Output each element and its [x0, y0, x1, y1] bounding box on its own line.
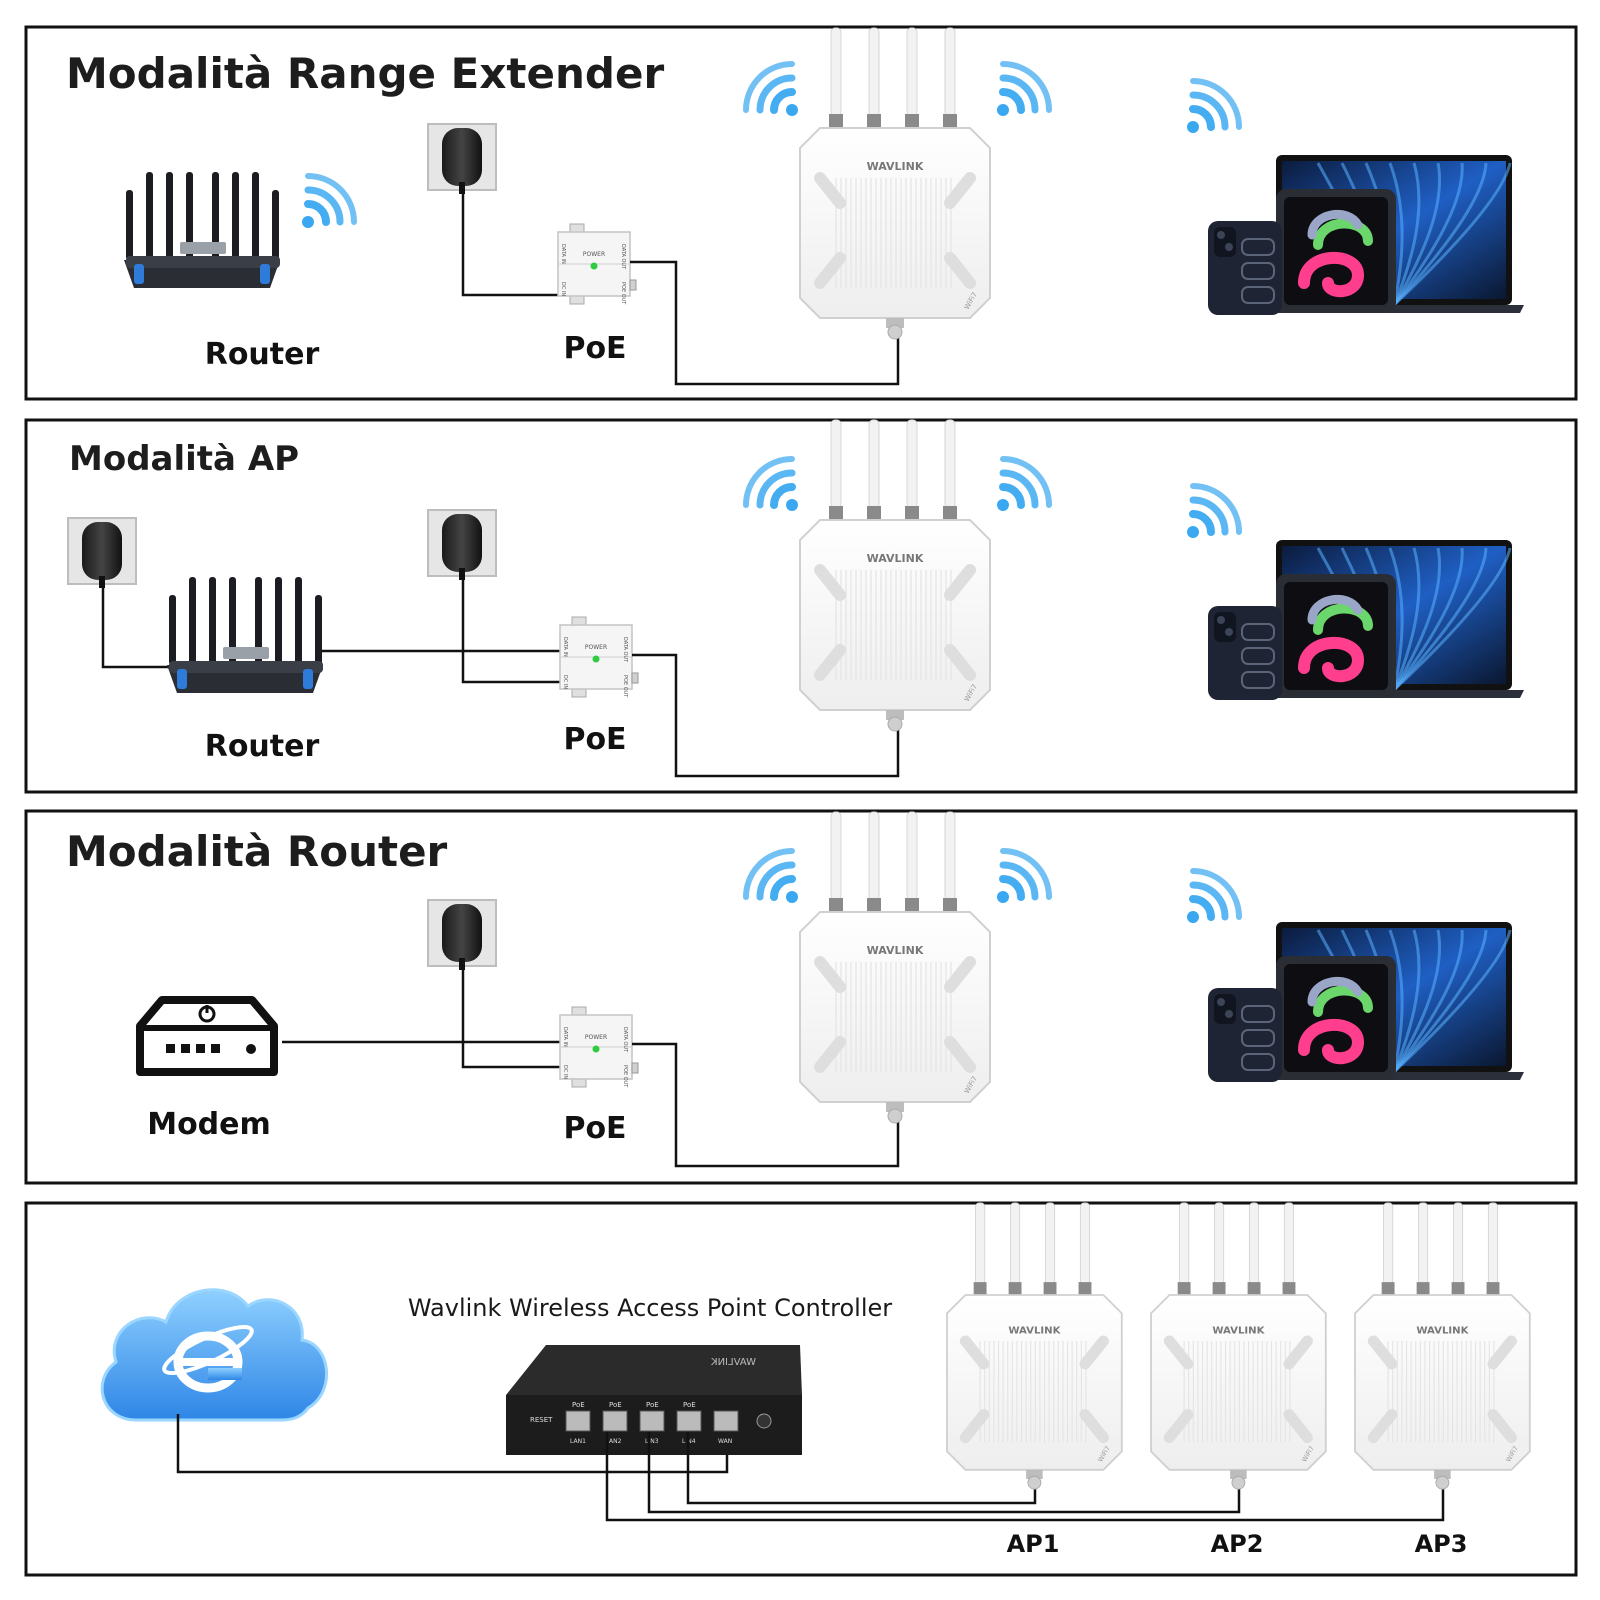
- client-devices-icon: [1208, 922, 1524, 1082]
- poe-injector: POWER DATA IN DATA OUT POE OUT DC IN: [559, 616, 639, 698]
- device-brand: WAVLINK: [867, 160, 924, 173]
- power-adapter-icon: [67, 517, 137, 588]
- poe-power-text: POWER: [583, 251, 605, 258]
- device-brand: WAVLINK: [1212, 1326, 1265, 1337]
- client-devices-icon: [1208, 155, 1524, 315]
- poe-port-label: POE OUT: [622, 675, 628, 698]
- poe-port-label: DATA IN: [562, 637, 568, 657]
- port-label: PoE: [683, 1401, 696, 1409]
- poe-port-label: DATA OUT: [620, 244, 626, 270]
- power-adapter-icon: [427, 123, 497, 194]
- panel-title: Modalità AP: [69, 439, 299, 479]
- panel-ap-controller: Wavlink Wireless Access Point Controller…: [24, 1201, 1578, 1577]
- wifi-signal-icon: [302, 173, 357, 228]
- ap-label: AP1: [1007, 1530, 1060, 1558]
- poe-switch-icon: WAVLINK RESET PoE PoE PoE PoE LAN1 AN2 L…: [506, 1345, 802, 1455]
- power-adapter-icon: [427, 899, 497, 970]
- power-cable: [461, 578, 562, 684]
- ap-label: AP3: [1415, 1530, 1468, 1558]
- source-label: Router: [205, 337, 320, 372]
- wifi-signal-icon: [1187, 78, 1242, 133]
- port-label: PoE: [646, 1401, 659, 1409]
- wifi-signal-icon: [997, 848, 1052, 903]
- wifi-signal-icon: [743, 61, 798, 116]
- port-label: PoE: [572, 1401, 585, 1409]
- wifi-signal-icon: [743, 848, 798, 903]
- modem-icon: [136, 996, 278, 1076]
- wifi-signal-icon: [997, 61, 1052, 116]
- poe-port-label: DATA OUT: [622, 1027, 628, 1053]
- panel-title: Modalità Range Extender: [66, 49, 664, 98]
- port-bottom-label: WAN: [718, 1438, 732, 1445]
- switch-brand: WAVLINK: [711, 1357, 756, 1368]
- poe-port-label: POE OUT: [622, 1065, 628, 1088]
- poe-label: PoE: [563, 1111, 626, 1146]
- poe-port-label: DATA IN: [562, 1027, 568, 1047]
- client-devices-icon: [1208, 540, 1524, 700]
- port-label: PoE: [609, 1401, 622, 1409]
- router-icon: [124, 172, 280, 288]
- wifi-signal-icon: [1187, 868, 1242, 923]
- power-cable: [461, 190, 560, 297]
- poe-to-ap-cable: [630, 260, 900, 386]
- poe-to-ap-cable: [632, 1042, 900, 1168]
- wifi-signal-icon: [997, 456, 1052, 511]
- panel-range-extender: Modalità Range Extender Router POWER DATA…: [24, 25, 1578, 401]
- power-adapter-icon: [427, 509, 497, 580]
- poe-port-label: DC IN: [560, 282, 566, 296]
- poe-to-ap-cable: [632, 653, 900, 778]
- source-label: Router: [205, 729, 320, 764]
- port-bottom-label: L N3: [645, 1438, 659, 1445]
- poe-port-label: DC IN: [562, 1065, 568, 1079]
- poe-label: PoE: [563, 331, 626, 366]
- switch-to-ap3-cable: [605, 1432, 1445, 1522]
- router-icon: [167, 577, 323, 693]
- wifi-signal-icon: [1187, 483, 1242, 538]
- poe-injector: POWER DATA IN DATA OUT POE OUT DC IN: [559, 1006, 639, 1088]
- poe-power-text: POWER: [585, 644, 607, 651]
- device-brand: WAVLINK: [1008, 1326, 1061, 1337]
- wifi-signal-icon: [743, 456, 798, 511]
- poe-port-label: DATA OUT: [622, 637, 628, 663]
- switch-ports: [565, 1410, 772, 1432]
- router-power-cable: [101, 585, 180, 669]
- panel-router-mode: Modalità Router Modem POWER DATA IN DATA O…: [24, 809, 1578, 1185]
- device-brand: WAVLINK: [867, 552, 924, 565]
- poe-port-label: DC IN: [562, 675, 568, 689]
- device-brand: WAVLINK: [1416, 1326, 1469, 1337]
- port-bottom-label: AN2: [609, 1438, 622, 1445]
- reset-label: RESET: [530, 1416, 553, 1424]
- poe-label: PoE: [563, 722, 626, 757]
- poe-port-label: POE OUT: [620, 282, 626, 305]
- poe-injector: POWER DATA IN DATA OUT POE OUT DC IN: [557, 223, 637, 305]
- controller-title: Wavlink Wireless Access Point Controller: [408, 1294, 892, 1322]
- port-bottom-label: LAN1: [570, 1438, 586, 1445]
- source-label: Modem: [147, 1107, 271, 1142]
- ap-label: AP2: [1211, 1530, 1264, 1558]
- internet-cloud-icon: [100, 1288, 329, 1422]
- device-brand: WAVLINK: [867, 944, 924, 957]
- poe-power-text: POWER: [585, 1034, 607, 1041]
- power-cable: [461, 968, 562, 1069]
- panel-title: Modalità Router: [66, 827, 448, 876]
- poe-port-label: DATA IN: [560, 244, 566, 264]
